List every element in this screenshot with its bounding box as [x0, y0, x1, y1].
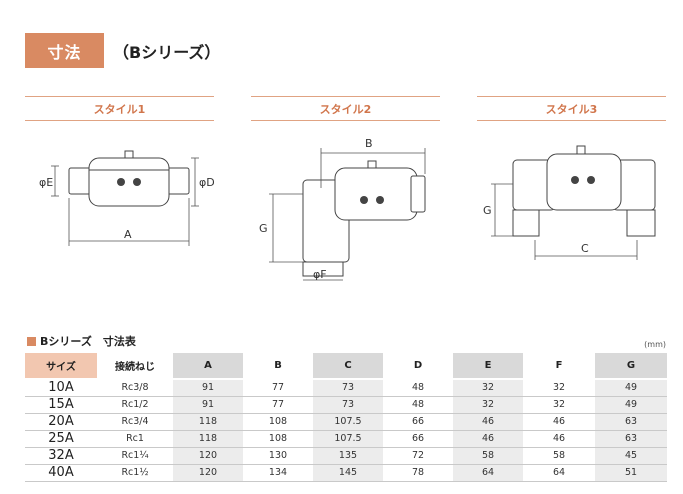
cell-f: 64	[523, 464, 595, 482]
cell-d: 66	[383, 413, 453, 431]
table-row: 10A Rc3/8 91 77 73 48 32 32 49	[25, 379, 667, 397]
cell-e: 46	[453, 430, 523, 448]
cell-d: 48	[383, 396, 453, 414]
table-row: 25A Rc1 118 108 107.5 66 46 46 63	[25, 430, 667, 448]
cell-e: 46	[453, 413, 523, 431]
style-2-dim-b: B	[365, 137, 373, 150]
cell-a: 91	[173, 379, 243, 397]
table-row: 15A Rc1/2 91 77 73 48 32 32 49	[25, 396, 667, 414]
col-header-f: F	[523, 353, 595, 380]
cell-d: 72	[383, 447, 453, 465]
style-1-heading: スタイル1	[25, 96, 214, 121]
style-3-diagram: G C	[477, 128, 666, 273]
table-row: 40A Rc1½ 120 134 145 78 64 64 51	[25, 464, 667, 482]
unit-label: (mm)	[644, 340, 666, 349]
table-title: Bシリーズ 寸法表	[40, 335, 136, 348]
cell-c: 73	[313, 379, 383, 397]
style-2-dim-phi-f: φF	[313, 268, 327, 281]
cell-b: 77	[243, 396, 313, 414]
cell-a: 118	[173, 430, 243, 448]
cell-a: 118	[173, 413, 243, 431]
cell-thread: Rc1	[97, 430, 173, 448]
style-3-dim-g: G	[483, 204, 492, 217]
cell-f: 32	[523, 396, 595, 414]
cell-g: 49	[595, 379, 667, 397]
style-2-dim-g: G	[259, 222, 268, 235]
cell-g: 63	[595, 430, 667, 448]
cell-c: 107.5	[313, 430, 383, 448]
style-1-dim-a: A	[124, 228, 132, 241]
style-2-heading: スタイル2	[251, 96, 440, 121]
cell-b: 77	[243, 379, 313, 397]
cell-g: 51	[595, 464, 667, 482]
table-header-row: サイズ 接続ねじ A B C D E F G	[25, 353, 667, 380]
cell-thread: Rc1¼	[97, 447, 173, 465]
col-header-b: B	[243, 353, 313, 380]
cell-d: 78	[383, 464, 453, 482]
cell-e: 64	[453, 464, 523, 482]
table-heading: Bシリーズ 寸法表	[27, 333, 136, 349]
table-row: 20A Rc3/4 118 108 107.5 66 46 46 63	[25, 413, 667, 431]
cell-c: 145	[313, 464, 383, 482]
cell-f: 32	[523, 379, 595, 397]
cell-thread: Rc3/4	[97, 413, 173, 431]
style-1-diagram: φE φD A	[25, 128, 214, 253]
col-header-g: G	[595, 353, 667, 380]
cell-size: 20A	[25, 413, 97, 431]
cell-e: 32	[453, 396, 523, 414]
cell-b: 108	[243, 413, 313, 431]
cell-b: 108	[243, 430, 313, 448]
cell-e: 32	[453, 379, 523, 397]
style-3-dim-c: C	[581, 242, 589, 255]
style-1-dim-phi-e: φE	[39, 176, 53, 189]
table-row: 32A Rc1¼ 120 130 135 72 58 58 45	[25, 447, 667, 465]
cell-f: 46	[523, 413, 595, 431]
cell-g: 63	[595, 413, 667, 431]
col-header-e: E	[453, 353, 523, 380]
cell-g: 49	[595, 396, 667, 414]
cell-thread: Rc1/2	[97, 396, 173, 414]
cell-thread: Rc3/8	[97, 379, 173, 397]
cell-thread: Rc1½	[97, 464, 173, 482]
cell-a: 120	[173, 464, 243, 482]
cell-d: 66	[383, 430, 453, 448]
section-title: 寸法	[25, 33, 104, 68]
cell-b: 130	[243, 447, 313, 465]
cell-e: 58	[453, 447, 523, 465]
cell-size: 25A	[25, 430, 97, 448]
cell-c: 107.5	[313, 413, 383, 431]
cell-a: 91	[173, 396, 243, 414]
section-subtitle: （Bシリーズ）	[113, 43, 221, 62]
col-header-thread: 接続ねじ	[97, 353, 173, 380]
col-header-d: D	[383, 353, 453, 380]
col-header-c: C	[313, 353, 383, 380]
cell-size: 15A	[25, 396, 97, 414]
cell-b: 134	[243, 464, 313, 482]
cell-c: 73	[313, 396, 383, 414]
cell-size: 32A	[25, 447, 97, 465]
style-2-diagram: B G φF	[251, 128, 440, 283]
cell-c: 135	[313, 447, 383, 465]
cell-size: 40A	[25, 464, 97, 482]
dimension-table: サイズ 接続ねじ A B C D E F G 10A Rc3/8 91 77 7…	[25, 353, 667, 482]
heading-square-icon	[27, 336, 36, 346]
col-header-a: A	[173, 353, 243, 380]
cell-f: 46	[523, 430, 595, 448]
style-3-heading: スタイル3	[477, 96, 666, 121]
cell-size: 10A	[25, 379, 97, 397]
cell-d: 48	[383, 379, 453, 397]
cell-g: 45	[595, 447, 667, 465]
col-header-size: サイズ	[25, 353, 97, 380]
cell-f: 58	[523, 447, 595, 465]
style-1-dim-phi-d: φD	[199, 176, 214, 189]
cell-a: 120	[173, 447, 243, 465]
